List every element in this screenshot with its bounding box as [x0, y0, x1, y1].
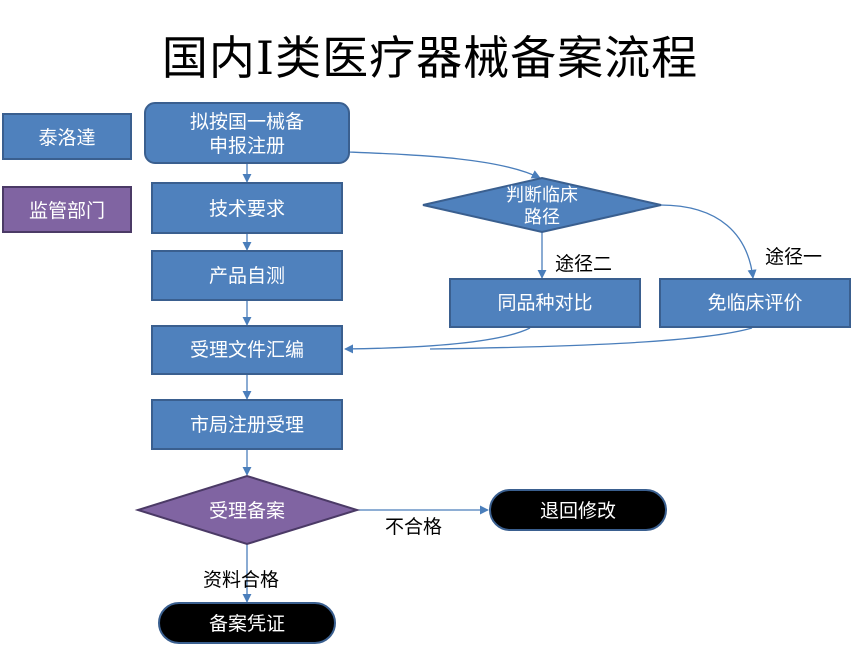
edge-label-pass: 资料合格 [203, 569, 279, 591]
node-accept: 市局注册受理 [151, 399, 343, 450]
node-start: 拟按国一械备 申报注册 [144, 102, 350, 164]
node-reject-label: 退回修改 [540, 500, 616, 522]
node-selftest: 产品自测 [151, 250, 343, 301]
edge-compare-compile [344, 327, 531, 354]
edge-exempt-compile [429, 327, 753, 350]
edge-label-path1: 途径一 [765, 246, 822, 268]
page-title: 国内Ⅰ类医疗器械备案流程 [161, 31, 699, 85]
node-accept-label: 市局注册受理 [190, 414, 304, 436]
node-cert: 备案凭证 [158, 602, 336, 644]
edge-label-fail: 不合格 [385, 516, 442, 538]
node-compare-label: 同品种对比 [497, 292, 592, 314]
node-decision-label: 受理备案 [209, 500, 285, 522]
node-clinical-line2: 路径 [524, 207, 560, 228]
edge-clinical-exempt [659, 204, 757, 279]
node-start-line1: 拟按国一械备 [190, 111, 304, 133]
node-selftest-label: 产品自测 [209, 265, 285, 287]
legend-company: 泰洛達 [2, 113, 132, 160]
node-decision: 受理备案 [134, 474, 361, 546]
node-tech: 技术要求 [151, 182, 343, 234]
node-cert-label: 备案凭证 [209, 613, 285, 635]
legend-regulator: 监管部门 [2, 186, 132, 233]
connectors [242, 151, 757, 603]
node-exempt-label: 免临床评价 [707, 292, 802, 314]
node-clinical: 判断临床 路径 [422, 176, 662, 234]
node-tech-label: 技术要求 [209, 198, 285, 220]
edge-label-path2: 途径二 [555, 253, 612, 275]
node-exempt: 免临床评价 [659, 278, 851, 328]
node-compare: 同品种对比 [449, 278, 641, 328]
node-start-line2: 申报注册 [209, 135, 285, 157]
legend-company-label: 泰洛達 [38, 127, 96, 149]
node-clinical-line1: 判断临床 [506, 185, 578, 206]
node-reject: 退回修改 [489, 489, 667, 531]
node-compile: 受理文件汇编 [151, 325, 343, 375]
legend-regulator-label: 监管部门 [28, 200, 105, 222]
node-compile-label: 受理文件汇编 [190, 339, 304, 361]
edge-start-clinical [348, 151, 541, 179]
